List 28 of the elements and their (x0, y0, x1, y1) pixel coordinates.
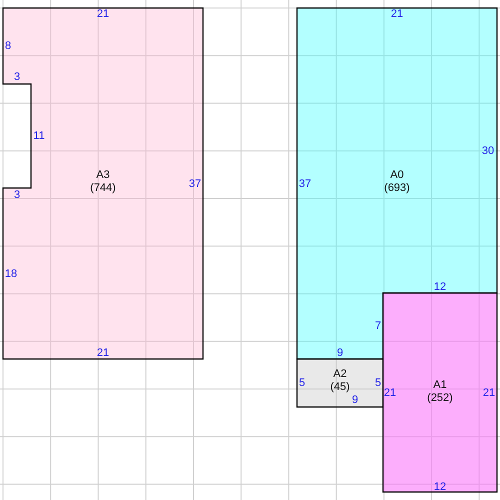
room-name: A2 (332, 368, 348, 381)
dimension-label: 21 (482, 387, 496, 399)
area-value: (693) (384, 182, 410, 195)
dimension-label: 12 (434, 281, 446, 293)
dimension-label: 18 (4, 268, 18, 280)
dimension-label: 9 (352, 394, 358, 406)
area-value: (45) (330, 381, 350, 394)
dimension-label: 3 (14, 71, 20, 83)
area-value: (744) (90, 182, 116, 195)
area-value: (252) (427, 392, 453, 405)
dimension-label: 12 (434, 481, 446, 493)
room-name: A0 (389, 169, 405, 182)
dimension-label: 8 (4, 40, 12, 52)
dimension-label: 9 (336, 347, 344, 359)
dimension-label: 5 (374, 377, 382, 389)
dimension-label: 7 (374, 320, 382, 332)
dimension-label: 21 (390, 8, 404, 20)
dimension-label: 11 (33, 130, 45, 142)
dimension-label: 21 (96, 8, 110, 20)
dimension-label: 21 (96, 347, 110, 359)
dimension-label: 5 (298, 377, 306, 389)
room-name: A3 (95, 169, 111, 182)
dimension-label: 37 (298, 178, 312, 190)
room-name: A1 (432, 379, 448, 392)
dimension-label: 21 (384, 387, 396, 399)
dimension-label: 30 (482, 145, 494, 157)
dimension-label: 37 (188, 178, 202, 190)
dimension-label: 3 (14, 189, 20, 201)
